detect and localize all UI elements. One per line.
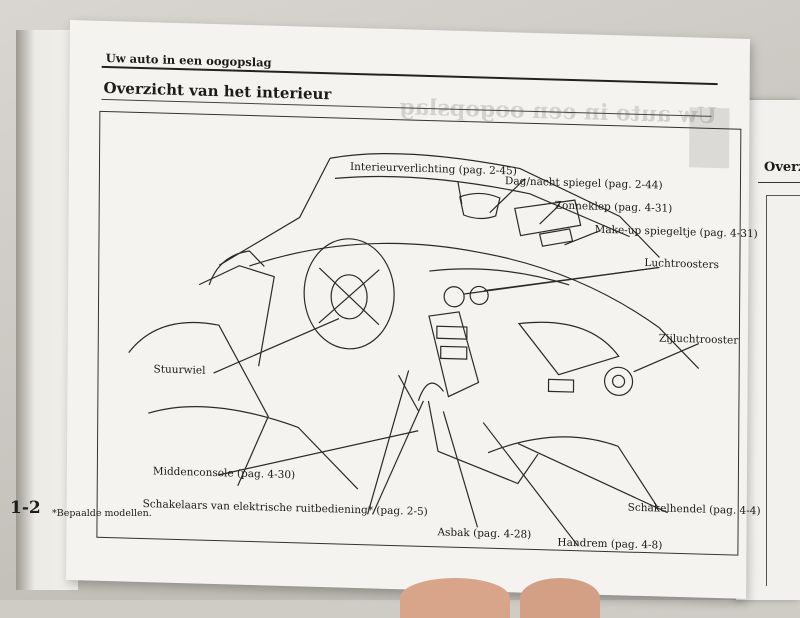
interior-diagram: Interieurverlichting (pag. 2-45) Dag/nac… <box>96 110 761 556</box>
interior-line-drawing <box>128 152 700 546</box>
manual-page: Uw auto in een oogopslag Uw auto in een … <box>66 20 761 599</box>
right-page-rule <box>758 182 800 183</box>
page-number: 1-2 <box>10 498 41 518</box>
label-luchtroosters: Luchtroosters <box>644 257 719 272</box>
fingertip <box>400 578 510 618</box>
label-zijluchtrooster: Zijluchtrooster <box>658 332 739 347</box>
footnote: *Bepaalde modellen. <box>52 508 152 519</box>
label-stuurwiel: Stuurwiel <box>153 363 206 377</box>
right-page-box <box>766 195 800 586</box>
right-page-title: Overz <box>764 160 800 175</box>
fingertip-2 <box>520 578 600 618</box>
label-asbak: Asbak (pag. 4-28) <box>437 526 532 541</box>
